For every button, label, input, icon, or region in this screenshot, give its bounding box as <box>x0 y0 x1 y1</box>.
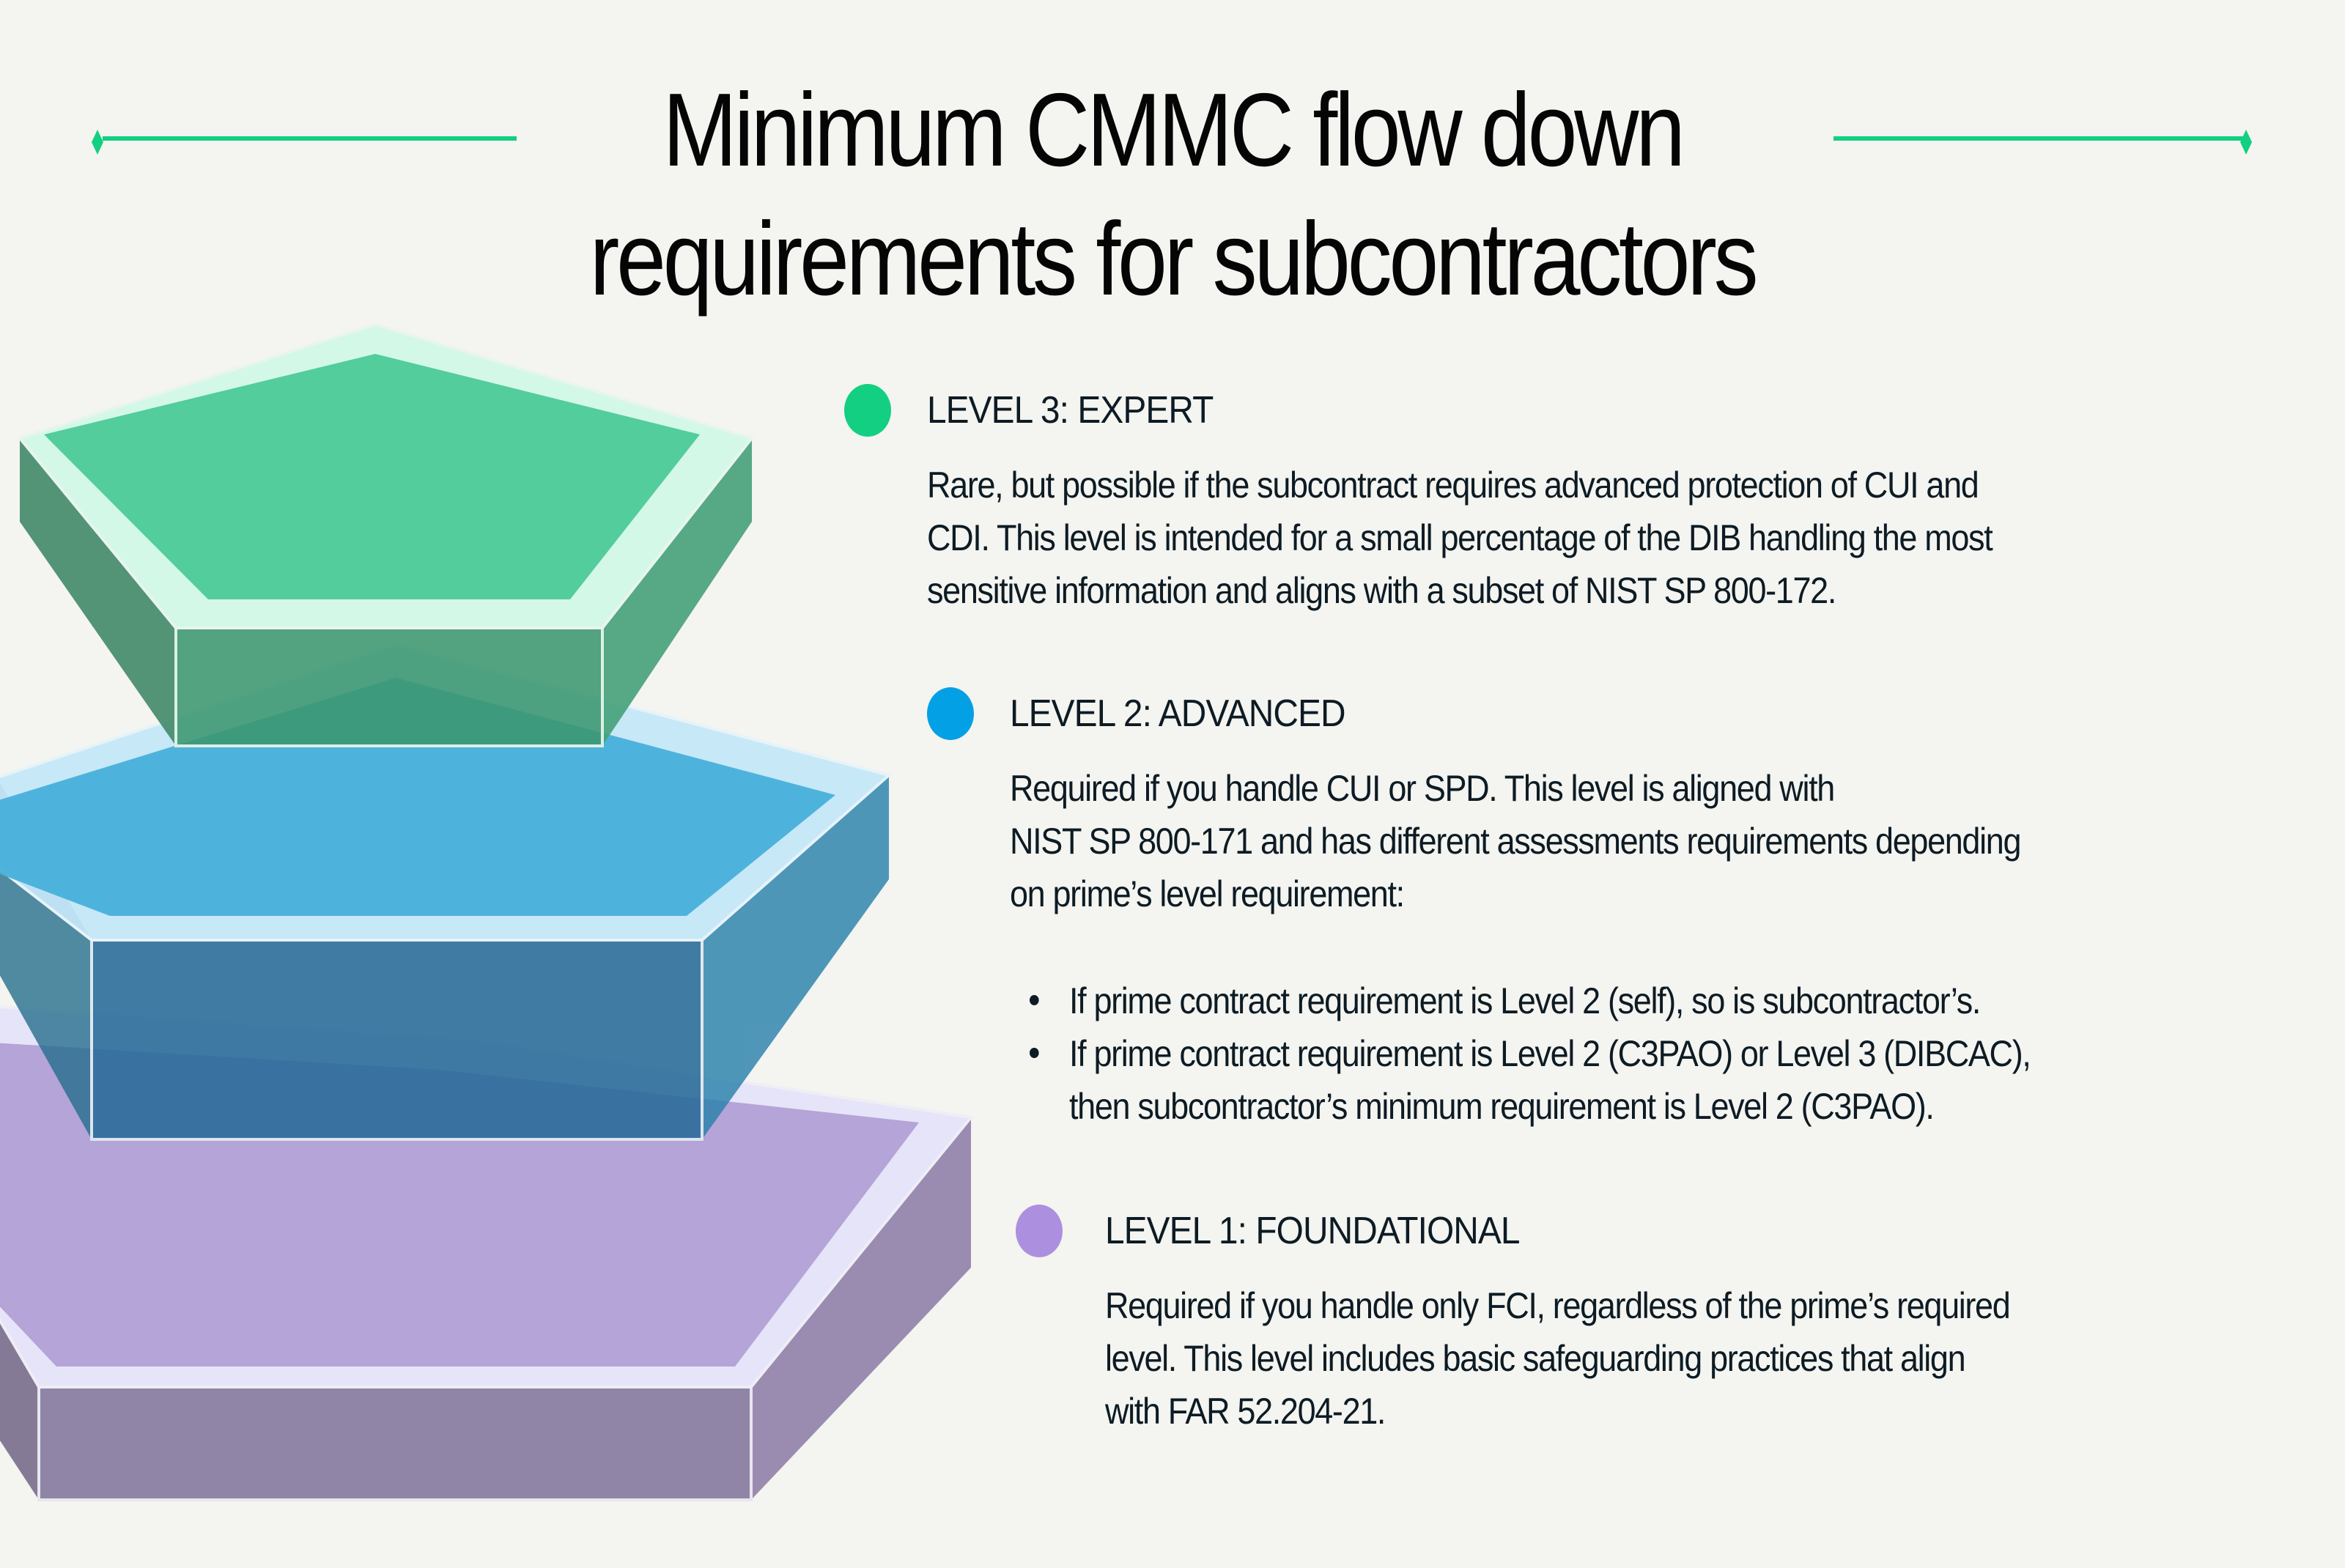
title-rule-right-diamond-icon <box>2240 130 2252 155</box>
level-3-prism-left-side <box>20 438 176 746</box>
level-3-description-line: sensitive information and aligns with a … <box>927 570 1836 611</box>
bullet-icon <box>1030 995 1039 1005</box>
level-3-prism-front-face <box>174 626 604 747</box>
title-rule-right <box>1833 136 2244 141</box>
level-3-description-line: Rare, but possible if the subcontract re… <box>927 465 1979 506</box>
level-3-description: Rare, but possible if the subcontract re… <box>927 459 1993 617</box>
level-2-prism-right-side <box>702 775 889 1139</box>
level-2-description-line: NIST SP 800-171 and has different assess… <box>1010 821 2021 862</box>
page-title: Minimum CMMC flow down requirements for … <box>164 66 2181 324</box>
level-1-prism-left-side <box>0 1302 39 1500</box>
level-1-description-line: level. This level includes basic safegua… <box>1105 1338 1966 1379</box>
bullet-text: If prime contract requirement is Level 2… <box>1069 980 1981 1021</box>
level-2-bullet-item: If prime contract requirement is Level 2… <box>1030 1027 2031 1133</box>
level-1-description: Required if you handle only FCI, regardl… <box>1105 1279 2011 1438</box>
level-2-heading: LEVEL 2: ADVANCED <box>1010 692 1346 735</box>
level-1-heading: LEVEL 1: FOUNDATIONAL <box>1105 1210 1520 1252</box>
bullet-icon <box>1030 1048 1039 1058</box>
level-3-prism-top-face <box>44 354 700 599</box>
level-1-description-line: with FAR 52.204-21. <box>1105 1391 1386 1432</box>
level-2-bullet-item: If prime contract requirement is Level 2… <box>1030 975 2030 1027</box>
level-1-prism-right-side <box>751 1117 971 1500</box>
level-2-prism-front-face <box>90 939 704 1141</box>
title-rule-left <box>103 136 517 141</box>
level-2-dot-icon <box>927 687 974 740</box>
level-1-prism-front-face <box>37 1386 753 1501</box>
level-1-description-line: Required if you handle only FCI, regardl… <box>1105 1285 2011 1326</box>
level-2-description: Required if you handle CUI or SPD. This … <box>1010 762 2021 920</box>
level-3-dot-icon <box>844 384 891 437</box>
title-rule-left-diamond-icon <box>92 130 103 155</box>
page-title-line-1: Minimum CMMC flow down <box>662 72 1685 188</box>
page-title-line-2: requirements for subcontractors <box>589 201 1759 317</box>
level-2-description-line: on prime’s level requirement: <box>1010 873 1405 914</box>
level-2-bullet-list: If prime contract requirement is Level 2… <box>1030 975 2031 1133</box>
level-3-description-line: CDI. This level is intended for a small … <box>927 517 1993 558</box>
level-3-prism-right-side <box>602 438 752 746</box>
bullet-text: If prime contract requirement is Level 2… <box>1069 1033 2031 1074</box>
level-2-description-line: Required if you handle CUI or SPD. This … <box>1010 768 1835 809</box>
level-1-dot-icon <box>1016 1205 1063 1257</box>
level-3-heading: LEVEL 3: EXPERT <box>927 389 1214 432</box>
level-3-prism <box>17 322 755 747</box>
bullet-text-continued: then subcontractor’s minimum requirement… <box>1069 1086 1935 1127</box>
